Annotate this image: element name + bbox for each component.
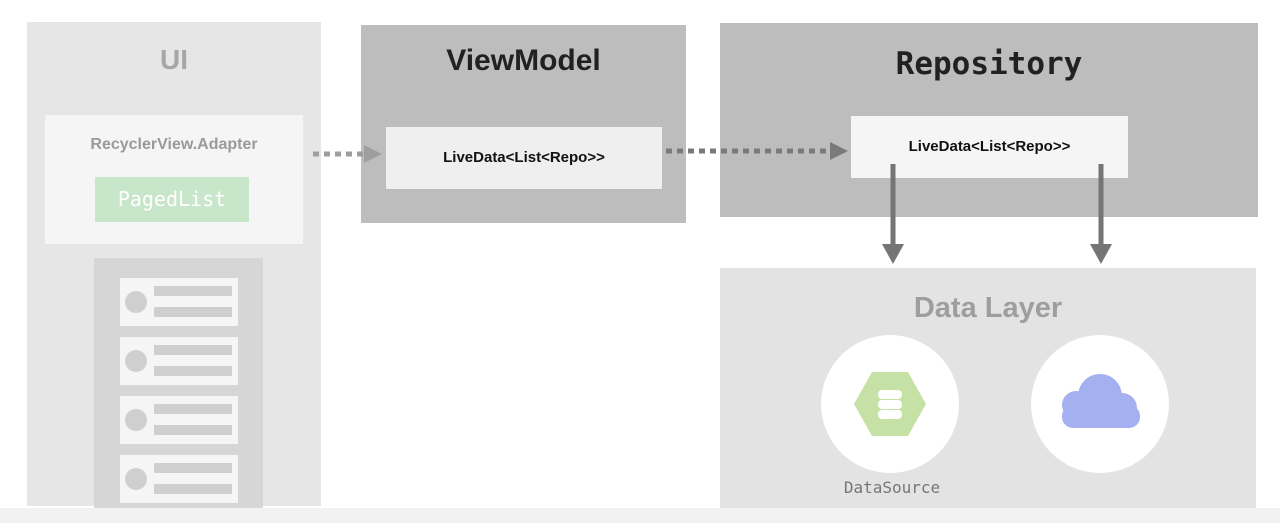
repository-livedata: LiveData<List<Repo>> — [851, 116, 1128, 178]
ui-title: UI — [160, 44, 188, 75]
cloud-icon — [1062, 374, 1140, 428]
dotted-arrow-ui-to-viewmodel — [313, 145, 382, 163]
dotted-arrow-viewmodel-to-repository — [666, 142, 848, 160]
list-item-line — [154, 404, 232, 414]
viewmodel-livedata: LiveData<List<Repo>> — [386, 127, 662, 189]
list-item-line — [154, 463, 232, 473]
datasource-label: DataSource — [843, 478, 941, 497]
list-item — [120, 396, 238, 444]
arrow-repository-to-datasource — [882, 164, 904, 264]
repository-title: Repository — [895, 46, 1083, 82]
bottom-strip — [0, 508, 1280, 523]
list-item-avatar — [125, 350, 147, 372]
list-item — [120, 455, 238, 503]
list-item-line — [154, 366, 232, 376]
list-item — [120, 278, 238, 326]
list-item-line — [154, 307, 232, 317]
list-item — [120, 337, 238, 385]
list-item-line — [154, 425, 232, 435]
viewmodel-title: ViewModel — [446, 44, 601, 77]
list-item-line — [154, 484, 232, 494]
list-item-avatar — [125, 468, 147, 490]
viewmodel-box — [361, 25, 686, 223]
list-item-avatar — [125, 291, 147, 313]
list-item-line — [154, 286, 232, 296]
arrow-repository-to-network — [1090, 164, 1112, 264]
database-icon — [854, 372, 926, 436]
data-layer-title: Data Layer — [913, 292, 1063, 324]
list-item-avatar — [125, 409, 147, 431]
list-item-line — [154, 345, 232, 355]
adapter-label: RecyclerView.Adapter — [90, 136, 258, 153]
paged-list-box: PagedList — [95, 177, 249, 222]
